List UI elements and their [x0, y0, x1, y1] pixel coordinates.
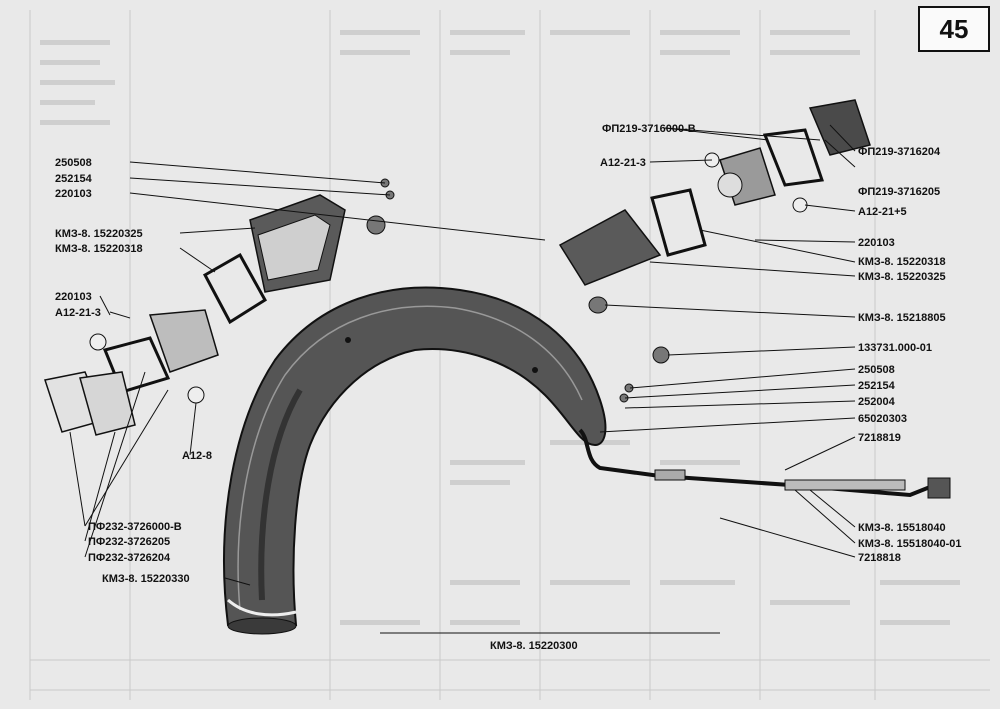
fender-kmz-15220330: [223, 286, 607, 635]
page-number: 45: [918, 6, 990, 52]
left-lamp-housing: [202, 194, 346, 325]
label-fp219-3716000-b: ФП219-3716000-В: [602, 123, 696, 135]
label-pf232-3726204: ПФ232-3726204: [88, 552, 171, 564]
label-a12-8: А12-8: [182, 450, 212, 462]
label-pf232-3726000-b: ПФ232-3726000-В: [88, 521, 182, 533]
wiring-harness: [578, 428, 951, 499]
label-220103-left: 220103: [55, 291, 92, 303]
label-a12-21-3-left: А12-21-3: [55, 307, 101, 319]
label-fp219-3716205: ФП219-3716205: [858, 186, 941, 198]
label-220103-right: 220103: [858, 237, 895, 249]
small-parts: [366, 178, 670, 403]
label-kmz-15218805: КМЗ-8. 15218805: [858, 312, 946, 324]
label-kmz-15220318-right: КМЗ-8. 15220318: [858, 256, 946, 268]
label-fp219-3716204: ФП219-3716204: [858, 146, 941, 158]
label-a12-21-3-top: А12-21-3: [600, 157, 646, 169]
label-252154-right: 252154: [858, 380, 895, 392]
right-lamp-housing: [558, 99, 871, 286]
label-65020303: 65020303: [858, 413, 907, 425]
left-rear-lamp: [44, 309, 219, 436]
label-252154-left: 252154: [55, 173, 92, 185]
label-kmz-15220318-left: КМЗ-8. 15220318: [55, 243, 143, 255]
label-kmz-15518040: КМЗ-8. 15518040: [858, 522, 946, 534]
label-7218818: 7218818: [858, 552, 901, 564]
label-kmz-15220325-left: КМЗ-8. 15220325: [55, 228, 143, 240]
label-7218819: 7218819: [858, 432, 901, 444]
label-252004: 252004: [858, 396, 895, 408]
leader-lines: [69, 124, 856, 634]
label-220103-left-top: 220103: [55, 188, 92, 200]
label-pf232-3726205: ПФ232-3726205: [88, 536, 171, 548]
label-kmz-15220330: КМЗ-8. 15220330: [102, 573, 190, 585]
label-kmz-15220325-right: КМЗ-8. 15220325: [858, 271, 946, 283]
label-250508-left: 250508: [55, 157, 92, 169]
label-kmz-15518040-01: КМЗ-8. 15518040-01: [858, 538, 962, 550]
label-133731: 133731.000-01: [858, 342, 933, 354]
label-kmz-15220300: КМЗ-8. 15220300: [490, 640, 578, 652]
label-a12-21-5: А12-21+5: [858, 206, 907, 218]
label-250508-right: 250508: [858, 364, 895, 376]
